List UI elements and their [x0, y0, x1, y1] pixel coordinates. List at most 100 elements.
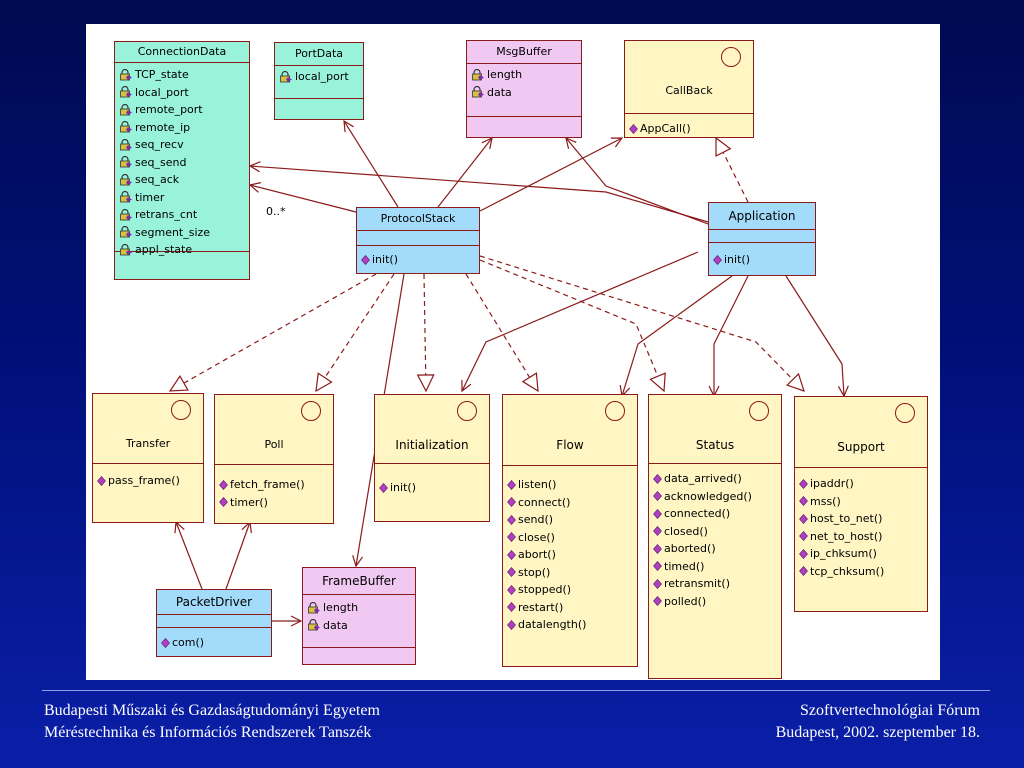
public-operation-icon — [219, 496, 228, 508]
attribute-label: length — [487, 68, 523, 82]
class-name: PortData — [275, 43, 363, 66]
interface-flow[interactable]: Flow listen()connect()send()close()abort… — [502, 394, 638, 667]
operation-row: pass_frame() — [97, 472, 199, 490]
public-operation-icon — [653, 595, 662, 607]
assoc-packetdriver-poll — [225, 522, 250, 590]
footer-university: Budapesti Műszaki és Gazdaságtudományi E… — [44, 702, 380, 719]
operation-row: closed() — [653, 523, 777, 541]
operation-label: pass_frame() — [108, 474, 180, 488]
assoc-packetdriver-transfer — [176, 522, 203, 590]
interface-support[interactable]: Support ipaddr()mss()host_to_net()net_to… — [794, 396, 928, 612]
operation-label: init() — [724, 253, 750, 267]
public-operation-icon — [653, 490, 662, 502]
operation-label: com() — [172, 636, 205, 650]
interface-circle-icon — [605, 401, 625, 421]
interface-circle-icon — [171, 400, 191, 420]
operation-row: fetch_frame() — [219, 476, 329, 494]
attribute-row: appl_state — [119, 241, 245, 259]
class-name: Transfer — [125, 437, 171, 450]
interface-circle-icon — [457, 401, 477, 421]
realize-protocolstack-status — [479, 259, 664, 391]
private-attribute-icon — [119, 191, 133, 203]
class-name: Flow — [556, 438, 584, 452]
operation-label: acknowledged() — [664, 489, 752, 503]
public-operation-icon — [629, 123, 638, 135]
private-attribute-icon — [471, 86, 485, 98]
operation-label: fetch_frame() — [230, 478, 305, 492]
private-attribute-icon — [307, 619, 321, 631]
operation-row: connect() — [507, 494, 633, 512]
operation-list: pass_frame() — [93, 470, 203, 492]
attribute-row: local_port — [119, 84, 245, 102]
operation-label: net_to_host() — [810, 529, 883, 543]
operation-row: datalength() — [507, 616, 633, 634]
operation-label: retransmit() — [664, 577, 730, 591]
class-name: Status — [695, 438, 735, 452]
operation-label: polled() — [664, 594, 707, 608]
footer-divider — [42, 690, 990, 691]
operation-row: abort() — [507, 546, 633, 564]
operation-label: connect() — [518, 495, 571, 509]
operation-label: close() — [518, 530, 555, 544]
footer-event: Szoftvertechnológiai Fórum — [800, 702, 980, 719]
public-operation-icon — [507, 496, 516, 508]
attribute-label: segment_size — [135, 225, 211, 239]
public-operation-icon — [507, 514, 516, 526]
attribute-list: local_port — [275, 66, 363, 99]
operation-label: send() — [518, 513, 554, 527]
public-operation-icon — [799, 478, 808, 490]
public-operation-icon — [799, 548, 808, 560]
private-attribute-icon — [279, 70, 293, 83]
class-packet-driver[interactable]: PacketDriver com() — [156, 589, 272, 657]
assoc-application-support — [785, 275, 844, 396]
attribute-row: seq_ack — [119, 171, 245, 189]
interface-transfer[interactable]: Transfer pass_frame() — [92, 393, 204, 523]
public-operation-icon — [713, 254, 722, 266]
public-operation-icon — [507, 531, 516, 543]
interface-initialization[interactable]: Initialization init() — [374, 394, 490, 522]
attribute-label: length — [323, 601, 359, 615]
interface-poll[interactable]: Poll fetch_frame()timer() — [214, 394, 334, 524]
interface-status[interactable]: Status data_arrived()acknowledged()conne… — [648, 394, 782, 679]
attribute-label: timer — [135, 190, 165, 204]
operation-label: timed() — [664, 559, 705, 573]
interface-circle-icon — [895, 403, 915, 423]
attribute-row: length — [307, 599, 411, 617]
class-name: PacketDriver — [157, 590, 271, 615]
operation-row: data_arrived() — [653, 470, 777, 488]
assoc-application-status — [714, 275, 749, 396]
interface-callback[interactable]: CallBack AppCall() — [624, 40, 754, 138]
public-operation-icon — [799, 565, 808, 577]
footer-department: Méréstechnika és Információs Rendszerek … — [44, 724, 372, 741]
attribute-label: TCP_state — [135, 68, 189, 82]
realize-protocolstack-poll — [316, 273, 395, 391]
class-name: CallBack — [665, 84, 713, 97]
operation-label: data_arrived() — [664, 472, 742, 486]
class-application[interactable]: Application init() — [708, 202, 816, 276]
public-operation-icon — [799, 513, 808, 525]
operation-label: AppCall() — [640, 122, 691, 136]
operation-row: net_to_host() — [799, 528, 923, 546]
operation-row: tcp_chksum() — [799, 563, 923, 581]
interface-circle-icon — [721, 47, 741, 67]
realize-protocolstack-flow — [465, 273, 538, 391]
operation-list: com() — [157, 628, 271, 654]
class-name: Application — [709, 203, 815, 230]
class-port-data[interactable]: PortData local_port — [274, 42, 364, 120]
public-operation-icon — [653, 543, 662, 555]
operation-row: send() — [507, 511, 633, 529]
operation-row: retransmit() — [653, 575, 777, 593]
attribute-row: local_port — [279, 68, 359, 86]
private-attribute-icon — [119, 121, 133, 133]
attribute-row: remote_ip — [119, 119, 245, 137]
attribute-label: appl_state — [135, 243, 193, 257]
operation-label: datalength() — [518, 618, 587, 632]
class-protocol-stack[interactable]: ProtocolStack init() — [356, 207, 480, 274]
public-operation-icon — [653, 560, 662, 572]
attribute-row: data — [471, 84, 577, 102]
attribute-label: seq_recv — [135, 138, 184, 152]
